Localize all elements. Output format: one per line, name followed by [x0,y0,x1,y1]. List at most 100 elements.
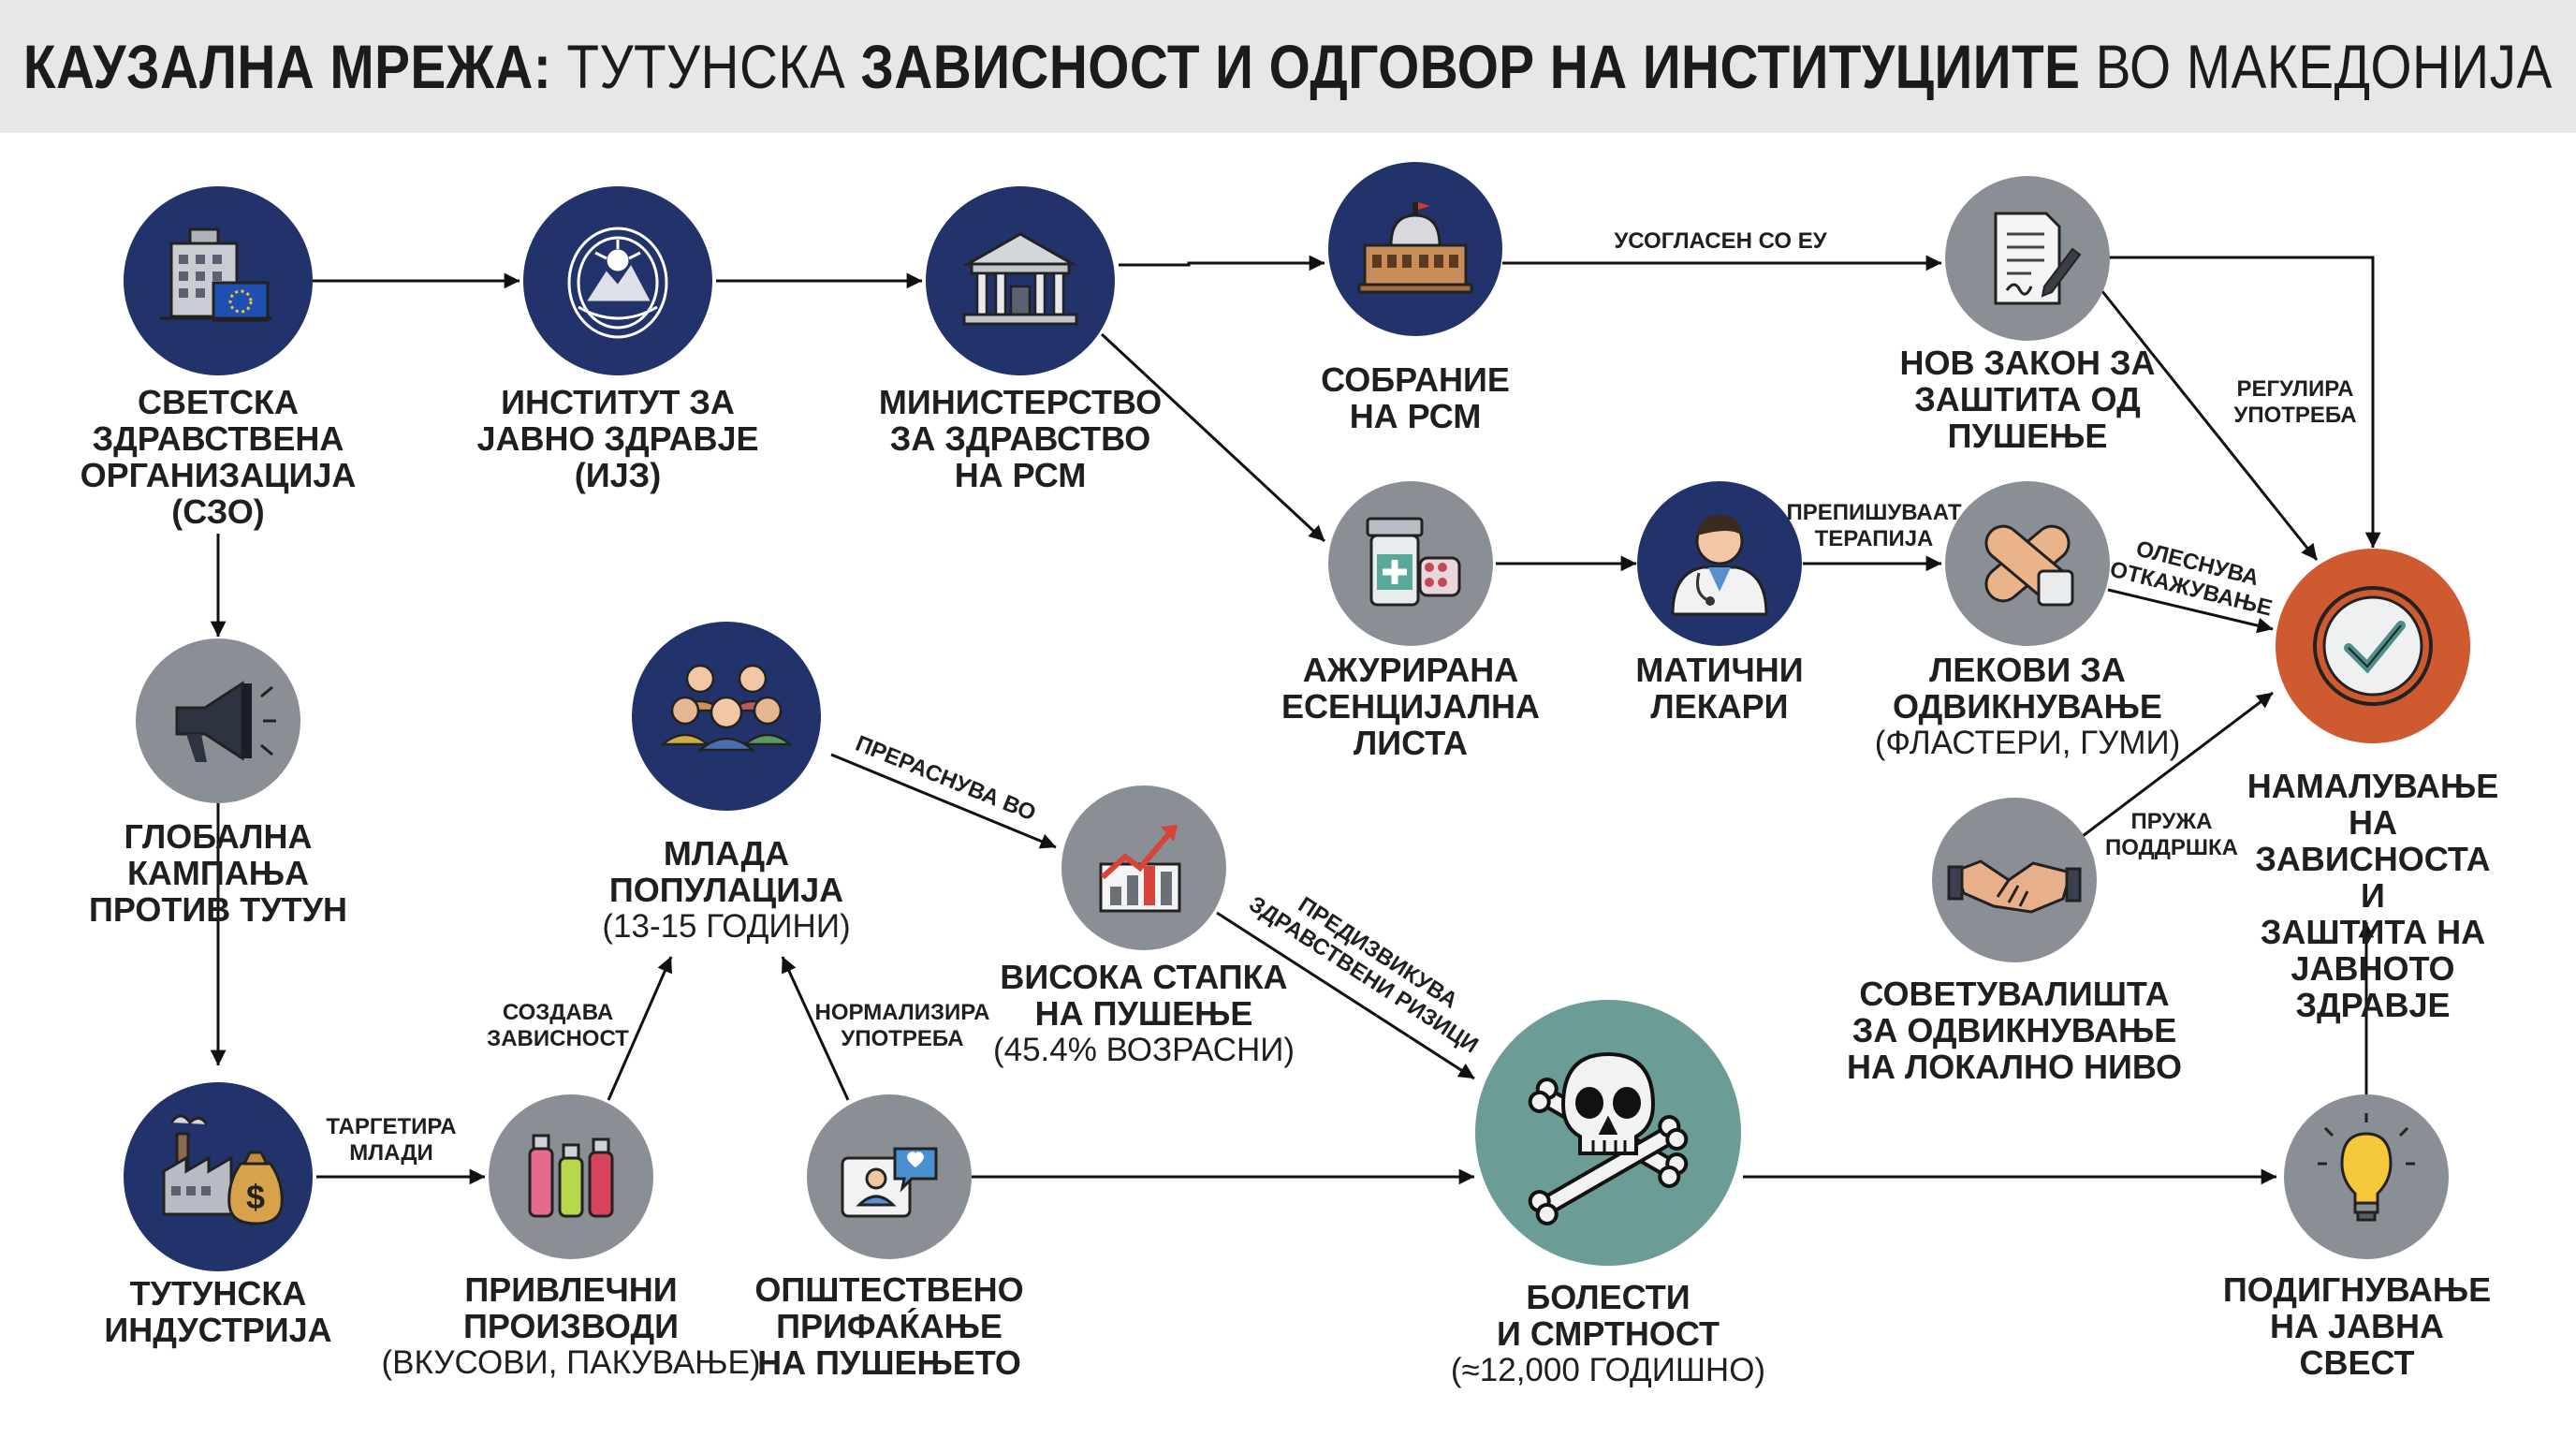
title-part-4: ВО МАКЕДОНИЈА [2095,32,2553,101]
arrows [210,255,2381,1185]
label-awareness-text: ПОДИГНУВАЊЕ НА ЈАВНА СВЕСТ [2222,1270,2492,1382]
arrow-products-youth [607,956,673,1101]
medicine-bottle-icon [1366,517,1461,607]
label-drugs: ЛЕКОВИ ЗА ОДВИКНУВАЊЕ (ФЛАСТЕРИ, ГУМИ) [1875,652,2181,761]
node-awareness [2284,1094,2449,1259]
label-campaign: ГЛОБАЛНА КАМПАЊА ПРОТИВ ТУТУН [89,818,347,928]
node-centers [1932,798,2097,962]
arrow-rate-disease [1216,911,1475,1080]
label-products: ПРИВЛЕЧНИ ПРОИЗВОДИ (ВКУСОВИ, ПАКУВАЊЕ) [381,1271,760,1381]
label-centers-text: СОВЕТУВАЛИШТА ЗА ОДВИКНУВАЊЕ НА ЛОКАЛНО … [1847,975,2182,1086]
node-campaign [136,638,300,803]
node-doctors [1637,481,1802,646]
edge-label-eu: УСОГЛАСЕН СО ЕУ [1614,228,1827,254]
label-disease: БОЛЕСТИ И СМРТНОСТ (≈12,000 ГОДИШНО) [1451,1279,1765,1388]
vape-devices-icon [528,1134,614,1218]
node-parliament [1328,162,1502,336]
skull-crossbones-icon [1528,1051,1689,1225]
label-list-text: АЖУРИРАНА ЕСЕНЦИЈАЛНА ЛИСТА [1281,651,1540,762]
page-title: КАУЗАЛНА МРЕЖА: ТУТУНСКА ЗАВИСНОСТ И ОДГ… [23,31,2553,102]
label-list: АЖУРИРАНА ЕСЕНЦИЈАЛНА ЛИСТА [1281,652,1540,761]
label-ministry: МИНИСТЕРСТВО ЗА ЗДРАВСТВО НА РСМ [879,384,1162,493]
label-ministry-text: МИНИСТЕРСТВО ЗА ЗДРАВСТВО НА РСМ [878,383,1163,494]
node-who [124,186,313,375]
label-youth: МЛАДА ПОПУЛАЦИЈА (13-15 ГОДИНИ) [602,835,850,945]
node-acceptance [807,1094,972,1259]
arrow-acceptance-youth [781,956,850,1101]
label-disease-text: БОЛЕСТИ И СМРТНОСТ [1496,1278,1720,1353]
label-industry-text: ТУТУНСКА ИНДУСТРИЈА [104,1274,332,1349]
coat-of-arms-icon [567,227,668,339]
node-ministry-circle [926,186,1115,375]
patch-icon [1984,524,2074,607]
arrow-law-goal-top [2108,256,2381,549]
node-youth [632,622,821,811]
node-list [1328,481,1493,646]
label-industry: ТУТУНСКА ИНДУСТРИЈА [104,1275,331,1348]
node-law [1945,176,2110,341]
label-parliament: СОБРАНИЕ НА РСМ [1321,361,1510,434]
label-products-sub: (ВКУСОВИ, ПАКУВАЊЕ) [381,1344,761,1381]
label-ijz-text: ИНСТИТУТ ЗА ЈАВНО ЗДРАВЈЕ (ИЈЗ) [476,383,759,494]
label-rate-text: ВИСОКА СТАПКА НА ПУШЕЊЕ [1000,958,1288,1033]
label-acceptance-text: ОПШТЕСТВЕНО ПРИФАЌАЊЕ НА ПУШЕЊЕТО [754,1270,1024,1382]
label-doctors: МАТИЧНИ ЛЕКАРИ [1635,652,1803,725]
parliament-dome-icon [1357,202,1473,294]
node-drugs [1945,481,2110,646]
arrow-law-goal [2100,289,2319,561]
node-industry: $ [124,1082,313,1271]
label-law: НОВ ЗАКОН ЗА ЗАШТИТА ОД ПУШЕЊЕ [1899,345,2155,454]
document-pen-icon [1994,212,2082,305]
arrow-youth-rate [830,753,1057,849]
title-part-2: ТУТУНСКА [566,32,846,101]
handshake-icon [1947,859,2082,914]
label-who: СВЕТСКА ЗДРАВСТВЕНА ОРГАНИЗАЦИЈА (СЗО) [80,384,357,530]
arrow-ministry-parliament [1119,255,1325,271]
label-rate-sub: (45.4% ВОЗРАСНИ) [992,1032,1295,1068]
title-part-1: КАУЗАЛНА МРЕЖА: [23,32,552,101]
arrow-drugs-goal [2107,588,2274,634]
lightbulb-icon [2318,1113,2415,1222]
building-eu-flag-icon [160,227,272,322]
edge-label-regulates: РЕГУЛИРА УПОТРЕБА [2233,376,2357,428]
label-youth-text: МЛАДА ПОПУЛАЦИЈА [608,834,844,909]
label-doctors-text: МАТИЧНИ ЛЕКАРИ [1635,651,1804,726]
rising-chart-icon [1099,825,1181,913]
node-ijz [523,186,712,375]
label-acceptance: ОПШТЕСТВЕНО ПРИФАЌАЊЕ НА ПУШЕЊЕТО [754,1271,1023,1381]
government-building-icon [962,232,1078,326]
label-goal: НАМАЛУВАЊЕ НА ЗАВИСНОСТА И ЗАШТИТА НА ЈА… [2247,768,2499,1023]
label-youth-sub: (13-15 ГОДИНИ) [602,908,851,945]
node-goal [2276,549,2470,743]
node-disease [1475,1000,1741,1266]
social-like-icon [841,1147,938,1218]
label-disease-sub: (≈12,000 ГОДИШНО) [1450,1352,1766,1388]
node-ministry [926,186,1115,375]
edge-label-targets: ТАРГЕТИРА МЛАДИ [326,1114,457,1166]
title-part-3: ЗАВИСНОСТ И ОДГОВОР НА ИНСТИТУЦИИТЕ [860,32,2081,101]
label-parliament-text: СОБРАНИЕ НА РСМ [1321,360,1510,435]
label-goal-text: НАМАЛУВАЊЕ НА ЗАВИСНОСТА И ЗАШТИТА НА ЈА… [2247,767,2499,1024]
edge-label-support: ПРУЖА ПОДДРШКА [2105,809,2238,860]
label-products-text: ПРИВЛЕЧНИ ПРОИЗВОДИ [462,1270,679,1345]
label-law-text: НОВ ЗАКОН ЗА ЗАШТИТА ОД ПУШЕЊЕ [1899,344,2156,455]
checkmark-icon [2313,586,2433,706]
edge-label-creates: СОЗДАВА ЗАВИСНОСТ [487,1000,629,1051]
label-awareness: ПОДИГНУВАЊЕ НА ЈАВНА СВЕСТ [2223,1271,2491,1381]
edge-label-prescribe: ПРЕПИШУВААТ ТЕРАПИЈА [1786,500,1962,551]
label-campaign-text: ГЛОБАЛНА КАМПАЊА ПРОТИВ ТУТУН [88,817,348,929]
svg-text:$: $ [246,1178,265,1216]
megaphone-icon [175,681,276,762]
factory-money-icon: $ [162,1114,284,1225]
label-rate: ВИСОКА СТАПКА НА ПУШЕЊЕ (45.4% ВОЗРАСНИ) [993,959,1295,1068]
arrow-centers-goal [2082,691,2274,838]
node-rate [1061,785,1226,950]
label-centers: СОВЕТУВАЛИШТА ЗА ОДВИКНУВАЊЕ НА ЛОКАЛНО … [1847,976,2182,1085]
node-products [489,1094,653,1259]
arrow-ministry-list [1100,332,1326,543]
label-drugs-text: ЛЕКОВИ ЗА ОДВИКНУВАЊЕ [1893,651,2162,726]
label-drugs-sub: (ФЛАСТЕРИ, ГУМИ) [1874,725,2181,761]
label-ijz: ИНСТИТУТ ЗА ЈАВНО ЗДРАВЈЕ (ИЈЗ) [476,384,758,493]
people-group-icon [659,664,794,752]
